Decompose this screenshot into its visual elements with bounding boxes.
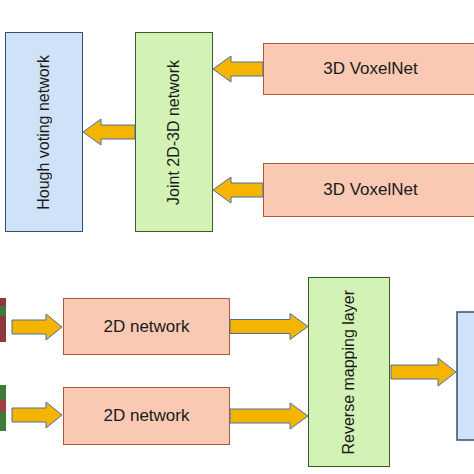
input-image-detail — [0, 400, 6, 412]
block-arrow — [230, 314, 308, 340]
vertical-process-box: Hough voting network — [5, 32, 83, 232]
node-label: Joint 2D-3D network — [164, 60, 184, 205]
input-image — [0, 298, 6, 342]
process-box: 3D VoxelNet — [263, 43, 474, 95]
block-arrow — [213, 177, 263, 203]
process-box: 2D network — [63, 298, 230, 355]
block-arrow — [12, 402, 62, 428]
process-box: 2D network — [63, 387, 230, 445]
input-image — [0, 385, 6, 431]
node-label: Hough voting network — [34, 55, 54, 210]
block-arrow — [230, 403, 308, 429]
input-image-detail — [0, 306, 6, 316]
vertical-process-box: Reverse mapping layer — [308, 277, 390, 467]
process-box: 3D VoxelNet — [263, 163, 474, 217]
block-arrow — [213, 56, 263, 82]
node-label: 2D network — [104, 317, 190, 337]
block-arrow — [12, 314, 62, 340]
block-arrow — [83, 119, 135, 145]
vertical-process-box: Joint 2D-3D network — [135, 32, 213, 232]
node-label: 2D network — [104, 406, 190, 426]
node-label: Reverse mapping layer — [339, 290, 359, 455]
block-arrow — [391, 358, 456, 386]
cut-off-box — [457, 312, 474, 440]
node-label: 3D VoxelNet — [323, 180, 418, 200]
node-label: 3D VoxelNet — [323, 59, 418, 79]
